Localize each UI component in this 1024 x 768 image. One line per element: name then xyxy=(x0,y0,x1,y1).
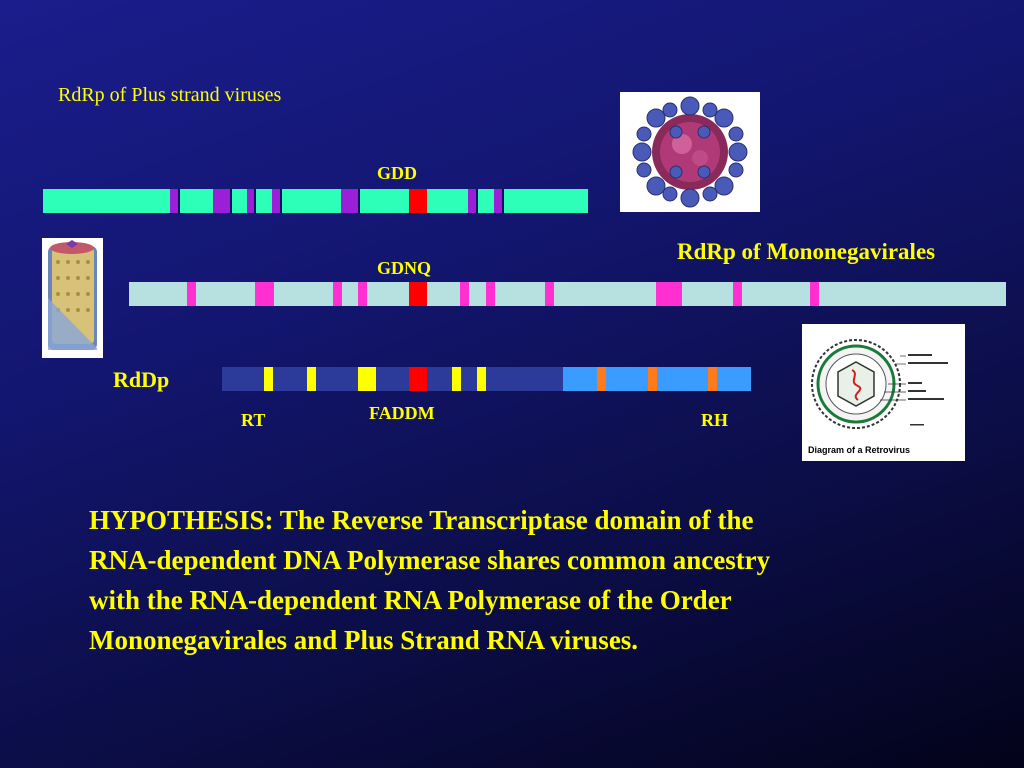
plus-gap xyxy=(230,189,232,213)
plus-gap xyxy=(476,189,478,213)
mono-motif-segment xyxy=(358,282,367,306)
plus-gap xyxy=(280,189,282,213)
mononegavirales-virus-image xyxy=(42,238,103,358)
mono-motif-segment xyxy=(460,282,469,306)
plus-gap xyxy=(358,189,360,213)
mono-motif-segment xyxy=(810,282,819,306)
mononegavirales-title: RdRp of Mononegavirales xyxy=(677,239,936,264)
rh-label: RH xyxy=(701,410,728,430)
plus-motif-segment xyxy=(341,189,358,213)
plus-strand-rdrp-bar xyxy=(43,189,588,213)
mono-motif-segment xyxy=(486,282,495,306)
rddp-title: RdDp xyxy=(113,367,170,392)
gdnq-core-motif xyxy=(409,282,427,306)
rt-motif-segment xyxy=(477,367,486,391)
faddm-motif-label: FADDM xyxy=(369,403,435,423)
plus-gap xyxy=(178,189,180,213)
plus-motif-segment xyxy=(468,189,476,213)
rh-motif-segment xyxy=(597,367,606,391)
gdd-motif-label: GDD xyxy=(377,163,417,183)
plus-gap xyxy=(502,189,504,213)
rt-motif-segment xyxy=(452,367,461,391)
rt-label: RT xyxy=(241,410,266,430)
retrovirus-diagram-image: Diagram of a Retrovirus xyxy=(802,324,965,461)
plus-motif-segment xyxy=(247,189,254,213)
mononegavirales-rdrp-bar xyxy=(129,282,1006,306)
rddp-rt-domain-bar xyxy=(222,367,563,391)
gdd-core-motif xyxy=(409,189,427,213)
rt-motif-segment xyxy=(307,367,316,391)
rt-motif-segment xyxy=(264,367,273,391)
rddp-rh-domain-bar xyxy=(563,367,751,391)
gdnq-motif-label: GDNQ xyxy=(377,258,431,278)
mono-motif-segment xyxy=(187,282,196,306)
plus-motif-segment xyxy=(213,189,230,213)
plus-motif-segment xyxy=(272,189,280,213)
mono-motif-segment xyxy=(733,282,742,306)
plus-gap xyxy=(254,189,256,213)
mono-motif-segment xyxy=(333,282,342,306)
plus-strand-virus-image xyxy=(620,92,760,212)
plus-strand-title: RdRp of Plus strand viruses xyxy=(58,84,282,106)
hypothesis-text: HYPOTHESIS: The Reverse Transcriptase do… xyxy=(89,505,771,655)
plus-motif-segment xyxy=(170,189,178,213)
retrovirus-diagram-caption: Diagram of a Retrovirus xyxy=(808,445,911,455)
mono-motif-segment xyxy=(255,282,274,306)
faddm-core-motif xyxy=(409,367,427,391)
mono-motif-segment xyxy=(545,282,554,306)
plus-motif-segment xyxy=(494,189,502,213)
mono-motif-segment xyxy=(656,282,682,306)
rh-motif-segment xyxy=(708,367,717,391)
rt-motif-segment xyxy=(358,367,376,391)
rh-motif-segment xyxy=(648,367,657,391)
